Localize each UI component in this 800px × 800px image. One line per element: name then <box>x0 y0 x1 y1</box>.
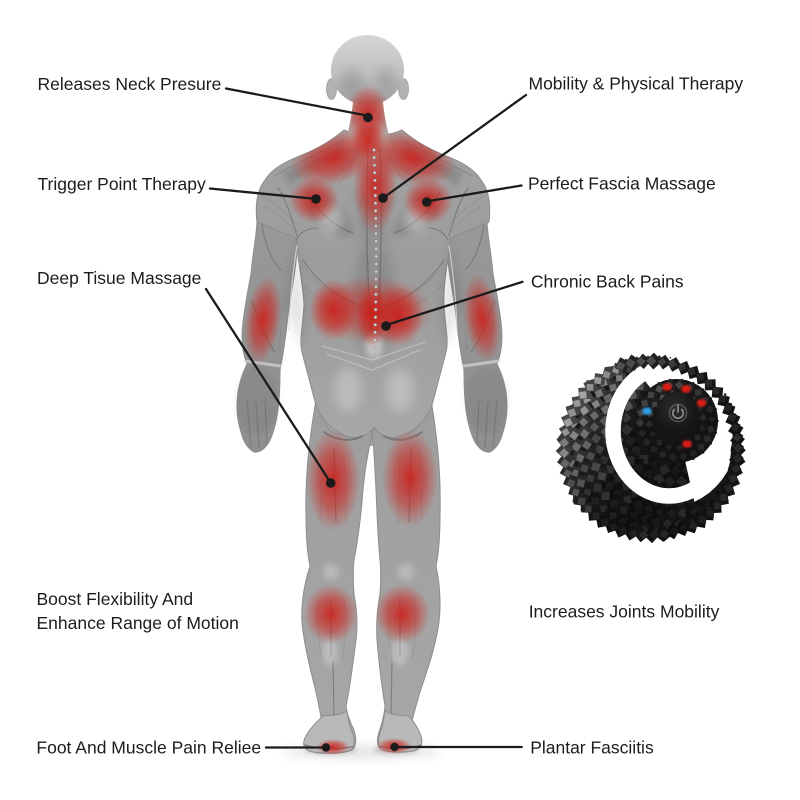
svg-text:Trigger Point Therapy: Trigger Point Therapy <box>38 174 207 194</box>
svg-text:Boost Flexibility And: Boost Flexibility And <box>37 589 194 609</box>
svg-text:Releases Neck Presure: Releases Neck Presure <box>38 74 222 94</box>
svg-text:Mobility & Physical Therapy: Mobility & Physical Therapy <box>529 74 744 94</box>
svg-text:Perfect Fascia Massage: Perfect Fascia Massage <box>528 174 716 194</box>
svg-text:Increases Joints Mobility: Increases Joints Mobility <box>529 602 720 622</box>
svg-text:Enhance Range of Motion: Enhance Range of Motion <box>37 613 239 633</box>
svg-text:Foot And Muscle Pain Reliee: Foot And Muscle Pain Reliee <box>36 737 261 757</box>
svg-text:Deep Tisue Massage: Deep Tisue Massage <box>37 268 201 288</box>
svg-text:Chronic Back Pains: Chronic Back Pains <box>531 272 684 292</box>
svg-text:Plantar Fasciitis: Plantar Fasciitis <box>530 738 654 758</box>
